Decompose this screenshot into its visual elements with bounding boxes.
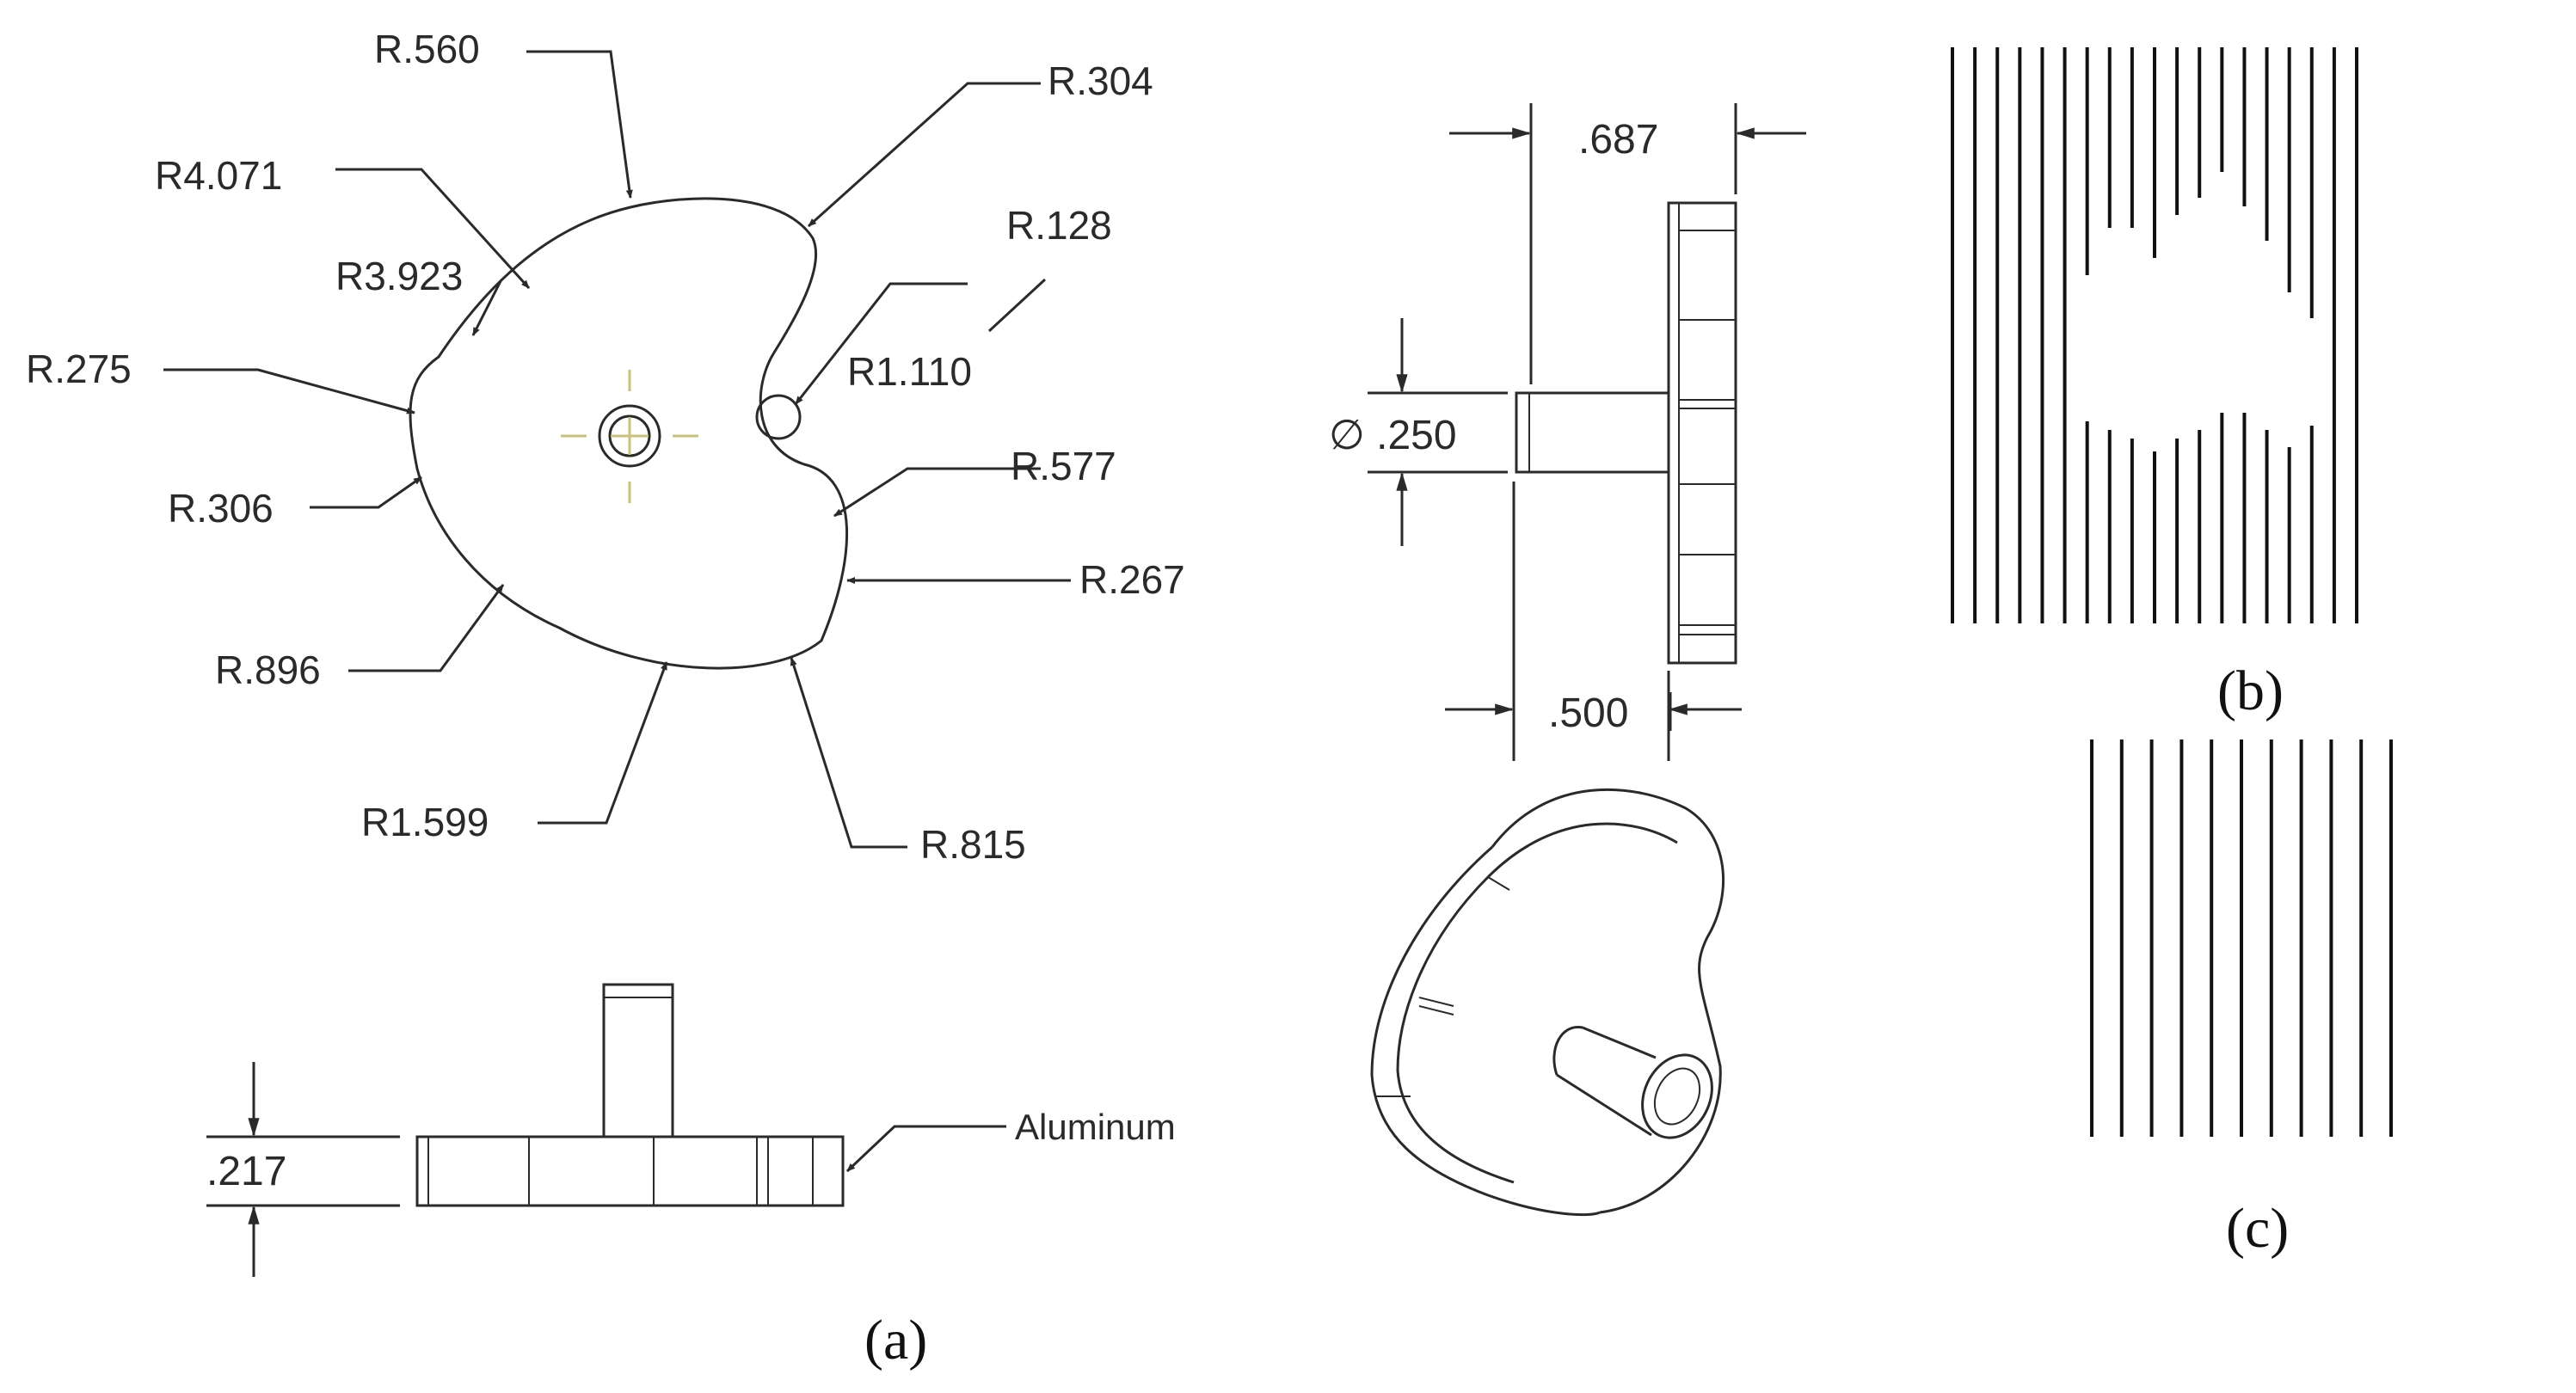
radius-label: R3.923: [335, 254, 463, 298]
front-view-dimensions: [248, 1062, 1006, 1277]
front-shaft: [602, 983, 674, 1138]
radius-label: R.128: [1006, 203, 1112, 248]
radius-label: R.275: [26, 347, 132, 391]
radius-leaders: [163, 50, 1071, 849]
iso-front-outline: [1370, 845, 1601, 1217]
center-hole-inner: [608, 414, 651, 457]
height-label: .217: [206, 1149, 286, 1194]
radius-label: R.560: [374, 27, 480, 71]
diameter-label: ∅ .250: [1329, 413, 1457, 458]
caption-c: (c): [2226, 1197, 2289, 1260]
radius-labels: R.560 R.304 R4.071 R.128 R3.923 R1.110 R…: [26, 27, 1185, 867]
center-hole-outer: [598, 404, 661, 468]
material-label: Aluminum: [1015, 1107, 1176, 1147]
side-shaft: [1515, 391, 1670, 474]
notch-leader: [987, 278, 1047, 333]
radius-label: R.304: [1048, 58, 1153, 103]
panel-b-pattern: [1951, 47, 2358, 623]
radius-label: R.267: [1079, 557, 1185, 602]
radius-label: R.815: [920, 822, 1026, 867]
iso-back-outline: [1491, 788, 1725, 1214]
side-view-dimensions: [1396, 127, 1806, 731]
radius-label: R4.071: [155, 153, 282, 198]
caption-a: (a): [864, 1309, 927, 1372]
width-label: .687: [1578, 117, 1658, 163]
front-view: [206, 983, 845, 1207]
isometric-view: [1370, 788, 1725, 1217]
radius-label: R.306: [168, 486, 274, 531]
thickness-label: .500: [1548, 690, 1628, 736]
side-view: [1368, 103, 1737, 761]
center-mark: [561, 370, 698, 503]
front-plate: [415, 1135, 845, 1207]
front-view-labels: .217 Aluminum: [206, 1107, 1176, 1194]
iso-shaft-body: [1552, 1026, 1657, 1137]
notch-circle: [755, 394, 802, 440]
iso-shaft-end: [1641, 1053, 1713, 1139]
cam-outline: [409, 197, 849, 670]
top-view: [409, 197, 849, 670]
radius-label: R1.110: [847, 349, 972, 394]
caption-b: (b): [2217, 660, 2284, 722]
radius-label: R.896: [215, 647, 321, 692]
side-view-labels: .687 ∅ .250 .500: [1329, 117, 1658, 736]
panel-c-pattern: [2090, 739, 2393, 1137]
radius-label: R1.599: [361, 800, 489, 844]
radius-label: R.577: [1011, 444, 1116, 488]
